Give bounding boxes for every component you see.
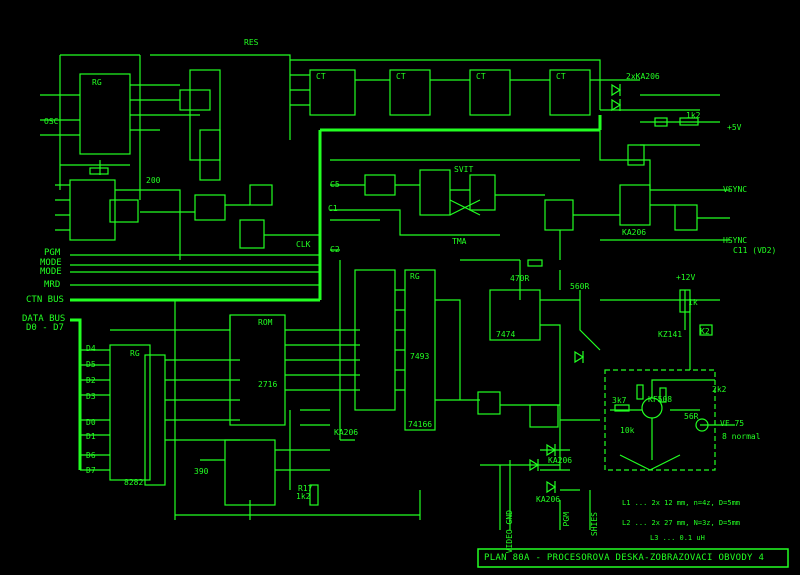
chip-label-sr: RG	[410, 272, 420, 281]
part-r-3k7: 3k7	[612, 396, 627, 405]
data-line-label: D0	[86, 418, 96, 427]
data-line-label: D7	[86, 466, 96, 475]
traces	[40, 54, 735, 530]
data-line-label: D4	[86, 344, 96, 353]
label-mode-2: MODE	[40, 267, 62, 277]
title-block-text: PLAN 80A - PROCESOROVA DESKA-ZOBRAZOVACI…	[484, 553, 764, 563]
part-r-390: 390	[194, 467, 209, 476]
chip-label-ct4: CT	[556, 72, 566, 81]
label-12v: +12V	[676, 273, 696, 282]
chip-rg-left	[79, 73, 131, 155]
label-c1: C1	[328, 204, 338, 213]
chip-ic74	[489, 289, 541, 341]
chip-label-sr-pn: 74166	[408, 420, 433, 429]
chip-rom	[229, 314, 286, 426]
data-line-label: D3	[86, 392, 96, 401]
chip-ct-1	[309, 69, 356, 116]
bottom-label-video-gnd: VIDEO GND	[505, 510, 514, 554]
data-line-label: D2	[86, 376, 96, 385]
label-clk: CLK	[296, 240, 311, 249]
drawing-title: PLAN 80A - PROCESOROVA DESKA-ZOBRAZOVACI…	[484, 553, 753, 563]
label-vsync: VSYNC	[723, 185, 748, 194]
label-mrd: MRD	[44, 280, 61, 290]
chip-ct-4	[549, 69, 591, 116]
chip-label-ct1: CT	[316, 72, 326, 81]
chip-label-7493: 7493	[410, 352, 430, 361]
label-osc: OSC	[44, 117, 59, 126]
part-ka206-2: KA206	[548, 456, 573, 465]
chip-label-rom-pn: 2716	[258, 380, 278, 389]
part-r-r17: R17	[298, 484, 313, 493]
sheet-number: 4	[758, 553, 765, 563]
inductor-note-2: L2 ... 2x 27 mm, N=3z, D=5mm	[622, 519, 741, 527]
label-data-bus: DATA BUS	[22, 314, 66, 324]
label-pgm: PGM	[44, 248, 61, 258]
chip-label-7474: 7474	[496, 330, 516, 339]
label-mode-1: MODE	[40, 258, 62, 268]
label-5v-top: +5V	[727, 123, 742, 132]
part-q-kz141: KZ141	[658, 330, 683, 339]
part-r-560r: 560R	[570, 282, 590, 291]
part-ka206-3: KA206	[536, 495, 561, 504]
chip-rg-data	[109, 344, 151, 481]
part-r-56r: 56R	[684, 412, 699, 421]
label-ctn-bus: CTN BUS	[26, 295, 64, 305]
label-svit: SVIT	[454, 165, 474, 174]
chip-label-ct2: CT	[396, 72, 406, 81]
label-tma: TMA	[452, 237, 467, 246]
data-line-label: D5	[86, 360, 96, 369]
label-c2: C2	[330, 245, 340, 254]
chip-label-rom: ROM	[258, 318, 273, 327]
part-c-k2: K2	[700, 327, 710, 336]
part-r-1k2: 1k2	[686, 111, 701, 120]
part-r-200: 200	[146, 176, 161, 185]
label-video-level: 8 normal	[722, 432, 761, 441]
chip-label-rg2: RG	[130, 349, 140, 358]
part-2xka206: 2xKA206	[626, 72, 660, 81]
label-data-range: D0 - D7	[26, 323, 64, 333]
video-amp-box	[604, 369, 716, 471]
inductor-note-3: L3 ... 0.1 uH	[650, 534, 705, 542]
part-q-kf508: KF508	[648, 395, 673, 404]
label-cvideo: C11 (VD2)	[733, 246, 777, 255]
part-r-10k: 10k	[620, 426, 635, 435]
label-res: RES	[244, 38, 259, 47]
part-ka206-4: KA206	[622, 228, 647, 237]
chip-label-ct3: CT	[476, 72, 486, 81]
chip-label-rg1: RG	[92, 78, 102, 87]
chip-ct-3	[469, 69, 511, 116]
label-hsync: HSYNC	[723, 236, 748, 245]
label-c5: C5	[330, 180, 340, 189]
part-r-1k2-b: 1k2	[296, 492, 311, 501]
data-line-label: D1	[86, 432, 96, 441]
chip-label-8282: 8282	[124, 478, 144, 487]
part-ka206-1: KA206	[334, 428, 359, 437]
bottom-label-shies: SHIES	[590, 512, 599, 537]
chip-rg-shift-1	[354, 269, 396, 411]
part-r-470r: 470R	[510, 274, 530, 283]
inductor-note-1: L1 ... 2x 12 mm, n=4z, D=5mm	[622, 499, 741, 507]
bottom-label-pgm: PGM	[562, 512, 571, 527]
data-line-label: D6	[86, 451, 96, 460]
label-video-out: VF 75	[720, 419, 745, 428]
part-r-1k: 1k	[688, 298, 698, 307]
chip-ct-2	[389, 69, 431, 116]
part-r-2k2: 2k2	[712, 385, 727, 394]
